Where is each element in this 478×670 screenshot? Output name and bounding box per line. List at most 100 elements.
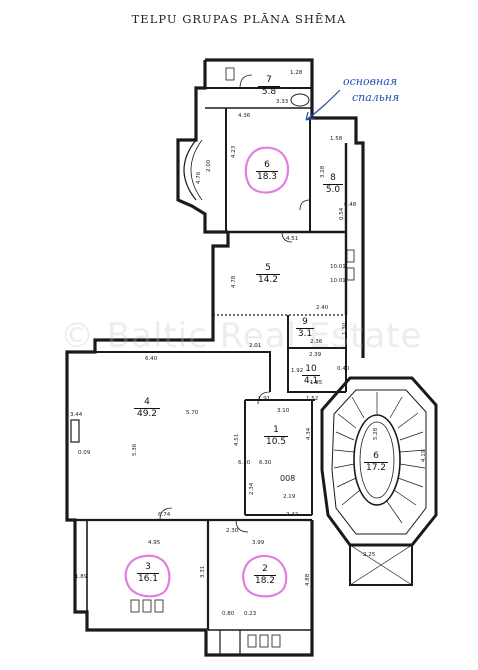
room-number: 3 bbox=[145, 562, 151, 572]
bathtub bbox=[290, 93, 310, 107]
dimension-label: 4.34 bbox=[306, 427, 312, 440]
dimension-label: 3.28 bbox=[320, 165, 326, 178]
dimension-label: 6.30 bbox=[259, 460, 272, 466]
room-area: 18.3 bbox=[256, 171, 278, 183]
window bbox=[142, 599, 152, 613]
outer-wall bbox=[205, 58, 365, 358]
dimension-label: 3.99 bbox=[252, 540, 265, 546]
dimension-label: 2.19 bbox=[283, 494, 296, 500]
dimension-label: 6.30 bbox=[238, 460, 251, 466]
handwritten-note-line-2: спальня bbox=[352, 91, 400, 104]
highlight-circle-room-3 bbox=[124, 554, 171, 598]
room-label-4[interactable]: 4 49.2 bbox=[134, 397, 160, 420]
room-label-7[interactable]: 7 5.8 bbox=[258, 75, 280, 98]
room-label-8[interactable]: 8 5.0 bbox=[323, 173, 343, 196]
highlight-circle-room-2 bbox=[242, 554, 288, 598]
window bbox=[259, 634, 269, 648]
dimension-label: 4.95 bbox=[148, 540, 161, 546]
dimension-label: 4.76 bbox=[196, 171, 202, 184]
highlight-circle-room-6 bbox=[244, 146, 290, 194]
door-arc bbox=[159, 507, 173, 521]
room-label-10[interactable]: 10 4.1 bbox=[302, 364, 320, 387]
outer-wall bbox=[176, 60, 228, 234]
dimension-label: 2.42 bbox=[286, 512, 299, 518]
room-area: 18.2 bbox=[254, 575, 276, 587]
dimension-label: 6.40 bbox=[145, 356, 158, 362]
door-arc bbox=[235, 519, 249, 533]
dimension-label: 4.78 bbox=[231, 275, 237, 288]
room-area: 4.1 bbox=[302, 375, 320, 387]
dimension-label: 6.74 bbox=[158, 512, 171, 518]
room-label-6-stair-hall[interactable]: 6 17.2 bbox=[364, 451, 388, 474]
wall bbox=[287, 348, 346, 393]
room-label-1[interactable]: 1 10.5 bbox=[264, 425, 288, 448]
handwritten-note-line-1: основная bbox=[343, 75, 398, 88]
room-number: 7 bbox=[266, 75, 272, 85]
room-number: 8 bbox=[330, 173, 336, 183]
dimension-label: 1.91 bbox=[258, 396, 271, 402]
room-area: 17.2 bbox=[364, 462, 388, 474]
dimension-label: 1.89 bbox=[75, 574, 88, 580]
dimension-label: 4.19 bbox=[421, 449, 427, 462]
room-area: 5.0 bbox=[323, 184, 343, 195]
dimension-label: 2.01 bbox=[249, 343, 262, 349]
window bbox=[346, 249, 355, 263]
annotation-arrow bbox=[305, 89, 341, 121]
room-number: 4 bbox=[144, 397, 150, 407]
room-area: 10.5 bbox=[264, 436, 288, 448]
lift-shaft bbox=[349, 544, 413, 586]
outer-wall bbox=[65, 232, 314, 657]
room-number: 6 bbox=[373, 451, 379, 461]
room-label-2[interactable]: 2 18.2 bbox=[254, 564, 276, 587]
stairwell-inner bbox=[359, 421, 395, 499]
room-label-5[interactable]: 5 14.2 bbox=[256, 263, 280, 286]
dimension-label: 2.00 bbox=[206, 159, 212, 172]
dimension-label: 1.30 bbox=[342, 322, 348, 335]
dimension-label: 0.48 bbox=[344, 202, 357, 208]
window bbox=[346, 267, 355, 281]
dimension-label: 0.23 bbox=[244, 611, 257, 617]
room-label-3[interactable]: 3 16.1 bbox=[137, 562, 159, 585]
wall bbox=[95, 351, 271, 392]
door-arc bbox=[281, 231, 293, 243]
dimension-label: 3.33 bbox=[276, 99, 289, 105]
dimension-label: 4.88 bbox=[305, 573, 311, 586]
dimension-label: 1.58 bbox=[330, 136, 343, 142]
room-number: 5 bbox=[265, 263, 271, 273]
dimension-label: 2.36 bbox=[310, 339, 323, 345]
dimension-label: 5.36 bbox=[132, 443, 138, 456]
dimension-label: 2.30 bbox=[226, 528, 239, 534]
door-arc bbox=[239, 74, 253, 89]
room-area: 49.2 bbox=[134, 408, 160, 419]
bay-window bbox=[183, 139, 197, 201]
dimension-label: 3.31 bbox=[200, 565, 206, 578]
room-area: 14.2 bbox=[256, 274, 280, 286]
dimension-label: 0.80 bbox=[222, 611, 235, 617]
dimension-label: 1.28 bbox=[290, 70, 303, 76]
dimension-label: 0.40 bbox=[337, 366, 350, 372]
dimension-label: 4.23 bbox=[231, 145, 237, 158]
dimension-label: 1.52 bbox=[306, 396, 319, 402]
dimension-label: 2.34 bbox=[249, 482, 255, 495]
lift-cross bbox=[349, 544, 413, 586]
bay-window bbox=[190, 139, 203, 201]
dimension-label: 5.28 bbox=[373, 427, 379, 440]
room-label-6-bedroom[interactable]: 6 18.3 bbox=[256, 160, 278, 183]
room-label-9[interactable]: 9 3.1 bbox=[296, 317, 314, 340]
room-number: 9 bbox=[302, 317, 308, 327]
dimension-label: 0.09 bbox=[78, 450, 91, 456]
stair-treads bbox=[333, 392, 426, 524]
dimension-label: 008 bbox=[280, 474, 296, 483]
dimension-label: 10.01 bbox=[330, 278, 346, 284]
toilet bbox=[225, 67, 235, 81]
dimension-label: 4.51 bbox=[234, 433, 240, 446]
plan-title: TELPU GRUPAS PLĀNA SHĒMA bbox=[131, 12, 347, 26]
room-number: 2 bbox=[262, 564, 268, 574]
dimension-label: 3.10 bbox=[277, 408, 290, 414]
dimension-label: 1.92 bbox=[291, 368, 304, 374]
door-arc bbox=[299, 199, 311, 211]
room-number: 10 bbox=[305, 364, 317, 374]
room-number: 6 bbox=[264, 160, 270, 170]
watermark: © Baltic Real Estate bbox=[60, 316, 423, 356]
window bbox=[130, 599, 140, 613]
